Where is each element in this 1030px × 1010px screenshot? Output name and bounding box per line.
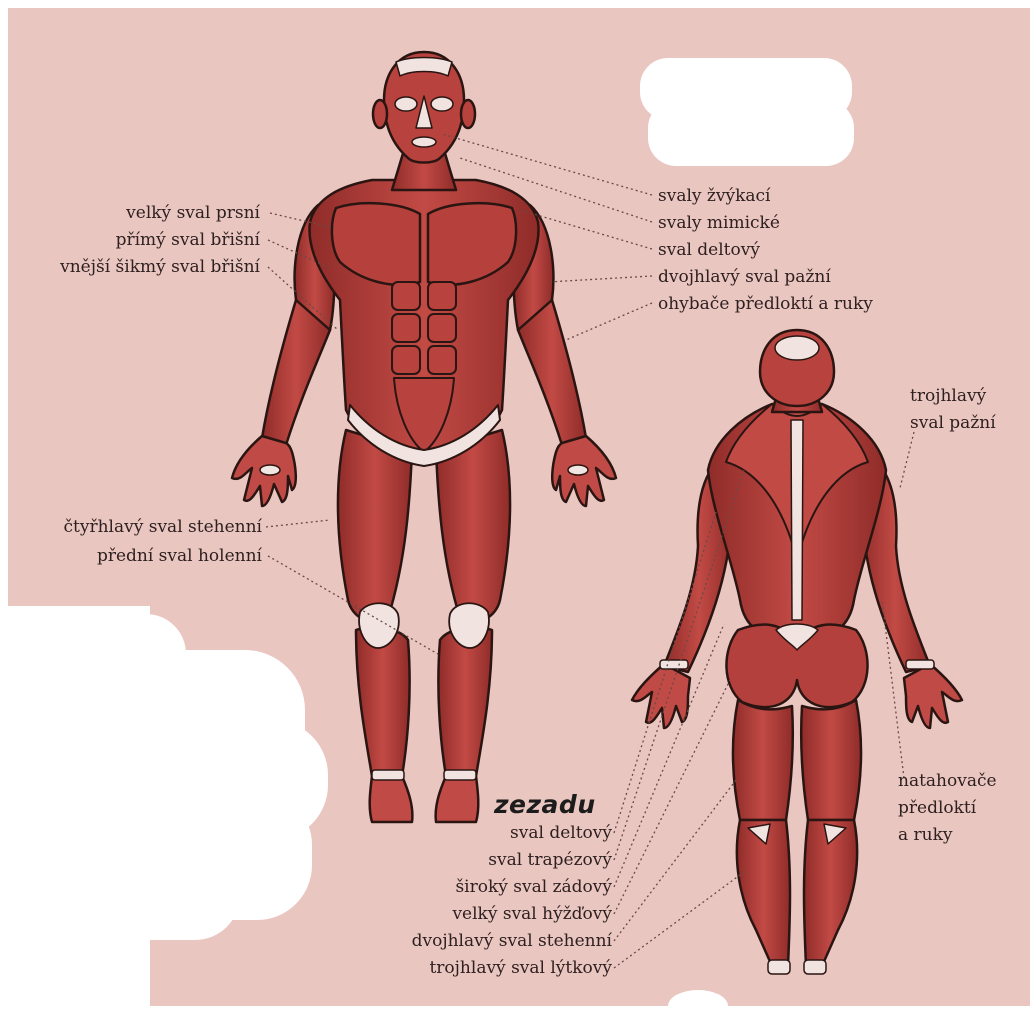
label-sval-deltovy-front: sval deltový xyxy=(658,240,760,260)
back-spine xyxy=(791,420,803,620)
label-svaly-zvykaci: svaly žvýkací xyxy=(658,186,770,206)
label-trojhlavy-sval-lytkovy: trojhlavý sval lýtkový xyxy=(429,958,612,978)
back-right-thigh xyxy=(801,700,861,820)
label-predni-sval-holenni: přední sval holenní xyxy=(97,546,262,566)
label-dvojhlavy-sval-stehenni: dvojhlavý sval stehenní xyxy=(412,931,612,951)
front-right-foot xyxy=(436,776,479,822)
label-ohybace-predlokti: ohybače předloktí a ruky xyxy=(658,294,873,314)
label-trojhlavy-line1: trojhlavý xyxy=(910,386,986,406)
label-natahovace-line2: předloktí xyxy=(898,798,976,818)
label-natahovace-line1: natahovače xyxy=(898,771,997,791)
label-natahovace-line3: a ruky xyxy=(898,825,953,845)
label-velky-sval-hyzdovy: velký sval hýžďový xyxy=(452,904,612,924)
label-vnejsi-sikmy-sval-brisni: vnější šikmý sval břišní xyxy=(60,257,260,277)
label-sval-deltovy-back: sval deltový xyxy=(510,823,612,843)
label-ctyrhlavy-sval-stehenni: čtyřhlavý sval stehenní xyxy=(64,517,262,537)
label-sval-trapezovy: sval trapézový xyxy=(488,850,612,870)
cover-blob-top xyxy=(640,58,854,166)
label-trojhlavy-line2: sval pažní xyxy=(910,413,996,433)
front-left-foot xyxy=(370,776,413,822)
label-svaly-mimicke: svaly mimické xyxy=(658,213,780,233)
back-left-thigh xyxy=(733,700,793,820)
label-dvojhlavy-sval-pazni: dvojhlavý sval pažní xyxy=(658,267,831,287)
label-velky-sval-prsni: velký sval prsní xyxy=(126,203,260,223)
back-view-heading: zezadu xyxy=(494,790,596,819)
label-siroky-sval-zadovy: široký sval zádový xyxy=(455,877,612,897)
label-primy-sval-brisni: přímý sval břišní xyxy=(116,230,260,250)
